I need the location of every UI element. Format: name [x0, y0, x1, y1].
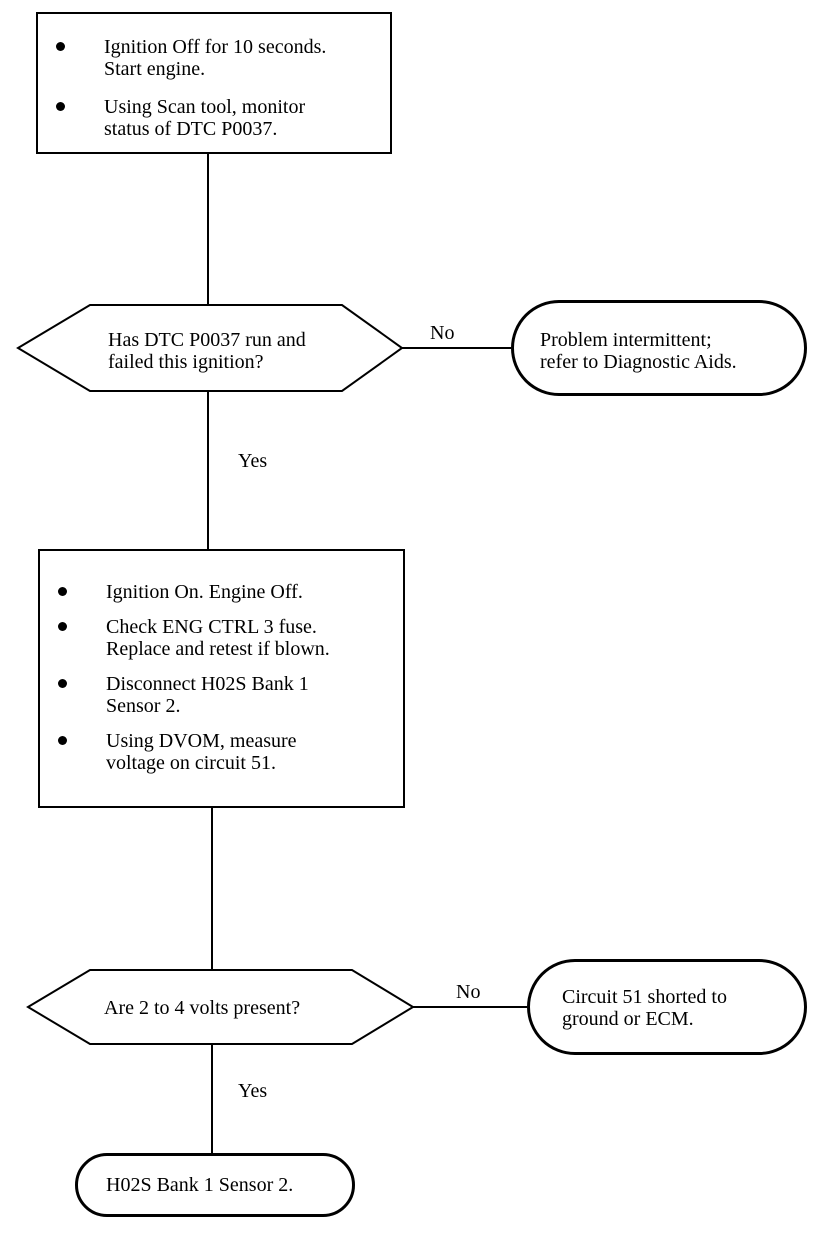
action-list: Ignition On. Engine Off. Check ENG CTRL … — [40, 581, 393, 774]
decision1-yes-label: Yes — [238, 450, 268, 472]
decision2-no-label: No — [456, 981, 481, 1003]
decision2-yes-label: Yes — [238, 1080, 268, 1102]
terminal-text-replace-sensor: H02S Bank 1 Sensor 2. — [106, 1174, 294, 1196]
decision-shape-dtc-run — [16, 304, 404, 392]
action-box-start-engine: Ignition Off for 10 seconds.Start engine… — [36, 12, 392, 154]
terminal-circuit-shorted — [527, 959, 807, 1055]
action-box-measure-voltage: Ignition On. Engine Off. Check ENG CTRL … — [38, 549, 405, 808]
terminal-text-problem-intermittent: Problem intermittent;refer to Diagnostic… — [540, 329, 737, 373]
action-item: Ignition On. Engine Off. — [40, 581, 393, 603]
terminal-problem-intermittent — [511, 300, 807, 396]
action-item: Ignition Off for 10 seconds.Start engine… — [38, 36, 380, 80]
decision-shape-volts-present — [26, 969, 415, 1045]
decision-text-volts-present: Are 2 to 4 volts present? — [104, 997, 301, 1019]
terminal-replace-sensor — [75, 1153, 355, 1217]
action-list: Ignition Off for 10 seconds.Start engine… — [38, 36, 380, 140]
action-item: Check ENG CTRL 3 fuse.Replace and retest… — [40, 616, 393, 660]
decision1-no-label: No — [430, 322, 455, 344]
